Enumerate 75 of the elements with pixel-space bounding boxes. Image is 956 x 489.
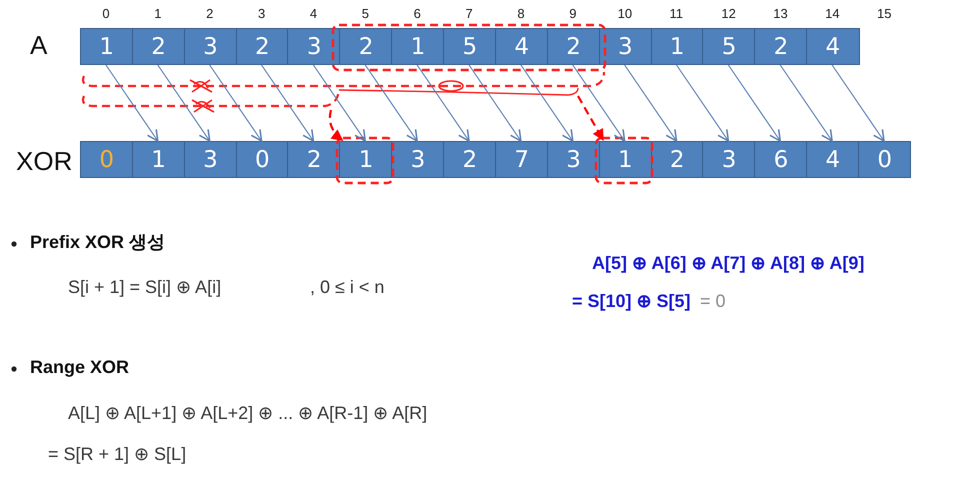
- array-cell: 3: [184, 141, 238, 178]
- index-label: 0: [102, 6, 110, 22]
- index-label: 15: [876, 6, 892, 22]
- array-cell: 6: [754, 141, 808, 178]
- array-cell: 3: [702, 141, 756, 178]
- index-label: 7: [466, 6, 473, 22]
- section-heading: Prefix XOR 생성: [30, 232, 166, 254]
- row-label: XOR: [16, 146, 72, 178]
- arrow: [572, 64, 626, 142]
- arrow: [157, 64, 210, 142]
- array-cell: 1: [650, 28, 704, 65]
- condition-text: , 0 ≤ i < n: [310, 277, 384, 299]
- arrow: [520, 64, 574, 142]
- array-cell: 0: [80, 141, 134, 178]
- index-label: 14: [825, 6, 840, 22]
- array-cell: 4: [806, 141, 860, 178]
- array-cell: 1: [598, 141, 652, 178]
- formula: S[i + 1] = S[i] ⊕ A[i]: [68, 277, 222, 299]
- array-cell: 0: [858, 141, 912, 178]
- array-cell: 3: [598, 28, 652, 65]
- formula: A[L] ⊕ A[L+1] ⊕ A[L+2] ⊕ ... ⊕ A[R-1] ⊕ A[R]: [68, 403, 428, 425]
- result-value: = 0: [700, 291, 726, 313]
- array-cell: 2: [546, 28, 600, 65]
- index-label: 9: [569, 6, 576, 22]
- arrow: [105, 64, 159, 142]
- formula: = S[R + 1] ⊕ S[L]: [48, 444, 186, 466]
- array-cell: 5: [702, 28, 756, 65]
- array-cell: 1: [80, 28, 134, 65]
- arrow: [728, 64, 781, 142]
- array-cell: 2: [754, 28, 808, 65]
- index-label: 10: [618, 6, 632, 22]
- array-cell: 0: [236, 141, 289, 178]
- index-label: 2: [206, 6, 214, 22]
- array-cell: 2: [236, 28, 289, 65]
- arrow: [209, 64, 262, 142]
- array-cell: 3: [391, 141, 445, 178]
- example-formula: = S[10] ⊕ S[5]: [572, 291, 691, 313]
- index-label: 8: [517, 6, 525, 22]
- array-cell: 2: [132, 28, 186, 65]
- index-label: 12: [721, 6, 736, 22]
- arrow: [577, 95, 605, 142]
- arrow: [416, 64, 470, 142]
- example-formula: A[5] ⊕ A[6] ⊕ A[7] ⊕ A[8] ⊕ A[9]: [592, 253, 864, 275]
- index-label: 5: [362, 6, 370, 22]
- arrow: [676, 64, 730, 142]
- row-label: A: [30, 30, 48, 62]
- array-cell: 4: [494, 28, 548, 65]
- arrow: [261, 64, 314, 142]
- arrow: [328, 110, 344, 142]
- array-cell: 1: [132, 141, 186, 178]
- array-cell: 3: [287, 28, 341, 65]
- section-heading: Range XOR: [30, 357, 130, 379]
- index-label: 4: [310, 6, 318, 22]
- array-cell: 3: [184, 28, 238, 65]
- index-label: 13: [773, 6, 788, 22]
- array-cell: 2: [650, 141, 704, 178]
- arrow: [780, 64, 833, 142]
- array-cell: 2: [287, 141, 341, 178]
- arrow: [312, 64, 366, 142]
- array-cell: 2: [339, 28, 393, 65]
- index-label: 3: [258, 6, 266, 22]
- array-cell: 1: [339, 141, 393, 178]
- array-cell: 7: [494, 141, 548, 178]
- arrow: [832, 64, 885, 142]
- array-cell: 2: [443, 141, 496, 178]
- index-label: 1: [154, 6, 162, 22]
- arrow: [468, 64, 522, 142]
- index-label: 6: [414, 6, 421, 22]
- array-cell: 4: [806, 28, 860, 65]
- array-cell: 1: [391, 28, 445, 65]
- index-label: 11: [670, 6, 683, 22]
- array-cell: 5: [443, 28, 496, 65]
- array-cell: 3: [546, 141, 600, 178]
- arrow: [624, 64, 678, 142]
- arrow: [364, 64, 418, 142]
